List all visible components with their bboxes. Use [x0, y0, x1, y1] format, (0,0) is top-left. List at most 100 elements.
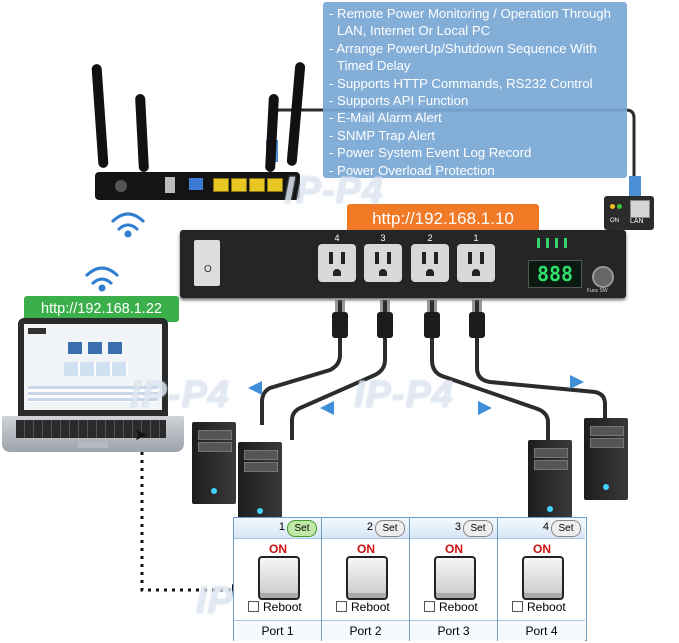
touchpad: [78, 441, 108, 448]
on-status: ON: [269, 542, 287, 556]
watermark: IP-P4: [354, 374, 455, 416]
port-label: Port 4: [498, 620, 585, 641]
watermark: IP-P4: [284, 170, 385, 212]
reboot-label: Reboot: [263, 600, 302, 614]
router: [95, 172, 300, 200]
computer-tower: [528, 440, 572, 522]
outlet-number: 2: [427, 233, 433, 243]
reboot-checkbox[interactable]: [424, 601, 435, 612]
set-button[interactable]: Set: [551, 520, 581, 537]
reboot-option[interactable]: Reboot: [336, 600, 390, 614]
set-button[interactable]: Set: [287, 520, 317, 537]
outlet-4: [318, 244, 356, 282]
computer-tower: [192, 422, 236, 504]
pdu-lan-port: ON LAN: [604, 196, 654, 230]
laptop-url[interactable]: http://192.168.1.22: [24, 296, 179, 322]
power-cable-2: [430, 300, 550, 440]
outlet-2: [411, 244, 449, 282]
router-lan-port: [213, 178, 229, 192]
computer-tower: [238, 442, 282, 524]
port-number: 1: [278, 521, 285, 533]
power-plugs: [332, 300, 485, 338]
port-number: 3: [454, 521, 461, 533]
feature-item: - Power System Event Log Record: [329, 145, 532, 161]
power-toggle-button[interactable]: [258, 556, 300, 600]
reboot-option[interactable]: Reboot: [512, 600, 566, 614]
outlet-number: 1: [473, 233, 479, 243]
router-usb-port: [165, 177, 175, 193]
power-cable-3: [290, 300, 387, 440]
feature-item: - Remote Power Monitoring / Operation Th…: [329, 6, 611, 21]
outlet-number: 3: [380, 233, 386, 243]
port-label: Port 1: [234, 620, 321, 641]
power-toggle-button[interactable]: [346, 556, 388, 600]
router-lan-port: [249, 178, 265, 192]
port-number: 4: [542, 521, 549, 533]
mouse-cursor-icon: ➤: [134, 427, 148, 444]
status-led: [610, 204, 615, 209]
seven-segment-display: 888: [528, 260, 582, 288]
feature-item: - E-Mail Alarm Alert: [329, 110, 442, 126]
lan-socket: [630, 200, 650, 218]
port-card-4: 4 Set ON Reboot Port 4: [498, 518, 586, 641]
router-power-port: [115, 180, 127, 192]
feature-item: - Power Overload Protection: [329, 162, 495, 178]
feature-item: Timed Delay: [337, 58, 411, 74]
lan-label: LAN: [630, 218, 644, 225]
feature-item: - Supports HTTP Commands, RS232 Control: [329, 75, 593, 91]
lan-plug-pdu: [629, 176, 641, 196]
feature-item: - SNMP Trap Alert: [329, 127, 436, 143]
power-cable-4: [260, 300, 342, 425]
on-status: ON: [533, 542, 551, 556]
reboot-checkbox[interactable]: [248, 601, 259, 612]
outlet-3: [364, 244, 402, 282]
outlet-1: [457, 244, 495, 282]
feature-list-box: - Remote Power Monitoring / Operation Th…: [323, 2, 627, 178]
function-switch-label: Func SW: [587, 288, 608, 294]
port-label: Port 2: [322, 620, 409, 641]
router-lan-port: [231, 178, 247, 192]
port-card-3: 3 Set ON Reboot Port 3: [410, 518, 498, 641]
feature-item: - Supports API Function: [329, 93, 469, 109]
power-cable-1: [475, 300, 607, 420]
web-ui-device-image: [108, 342, 122, 354]
port-number: 2: [366, 521, 373, 533]
computer-tower: [584, 418, 628, 500]
wifi-icon-laptop: [84, 266, 120, 292]
port-card-1: 1 Set ON Reboot Port 1: [234, 518, 322, 641]
web-ui-device-image: [88, 342, 102, 354]
web-ui-port-row: [64, 362, 128, 376]
set-button[interactable]: Set: [375, 520, 405, 537]
reboot-option[interactable]: Reboot: [424, 600, 478, 614]
power-toggle-button[interactable]: [434, 556, 476, 600]
laptop-keyboard: [2, 416, 184, 452]
reboot-option[interactable]: Reboot: [248, 600, 302, 614]
flow-arrows: [248, 375, 584, 415]
feature-item: LAN, Internet Or Local PC: [337, 23, 491, 39]
reboot-checkbox[interactable]: [512, 601, 523, 612]
feature-list: - Remote Power Monitoring / Operation Th…: [323, 5, 627, 179]
reboot-checkbox[interactable]: [336, 601, 347, 612]
reboot-label: Reboot: [439, 600, 478, 614]
status-led: [617, 204, 622, 209]
web-ui-header: [28, 328, 46, 334]
outlet-control-panel: 1 Set ON Reboot Port 1 2 Set ON Reboot P…: [233, 517, 587, 641]
on-label: ON: [610, 218, 619, 224]
dotted-link: [140, 436, 232, 592]
wifi-icon-router: [110, 212, 146, 238]
port-card-2: 2 Set ON Reboot Port 2: [322, 518, 410, 641]
function-switch-button[interactable]: [592, 266, 614, 288]
device-url[interactable]: http://192.168.1.10: [347, 204, 539, 234]
outlet-number: 4: [334, 233, 340, 243]
laptop-display: [24, 324, 162, 410]
reboot-label: Reboot: [351, 600, 390, 614]
laptop: [18, 318, 168, 416]
web-ui-table: [28, 386, 158, 402]
set-button[interactable]: Set: [463, 520, 493, 537]
power-switch[interactable]: O: [194, 240, 220, 286]
reboot-label: Reboot: [527, 600, 566, 614]
router-wan-port: [189, 178, 203, 190]
power-toggle-button[interactable]: [522, 556, 564, 600]
router-lan-port: [267, 178, 283, 192]
on-status: ON: [445, 542, 463, 556]
